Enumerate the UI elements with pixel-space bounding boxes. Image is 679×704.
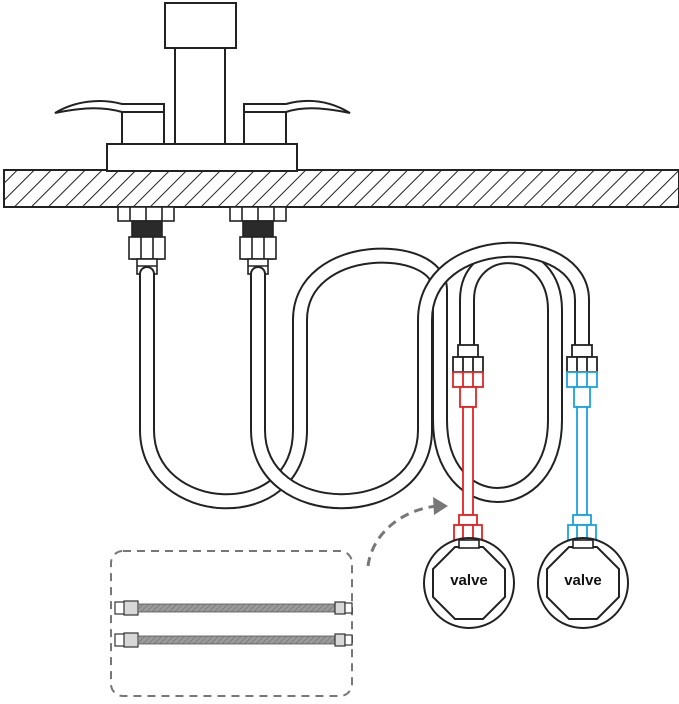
cold-connector bbox=[566, 344, 598, 541]
hose-cold-fill bbox=[252, 243, 588, 508]
hose-inset-frame bbox=[110, 550, 353, 697]
hose-hot-fill bbox=[141, 249, 561, 508]
right-handle-lever bbox=[243, 100, 351, 114]
faucet bbox=[54, 2, 351, 172]
supply-hoses bbox=[139, 241, 590, 510]
callout-arrow bbox=[366, 497, 448, 567]
hot-valve: valve bbox=[423, 537, 515, 629]
countertop bbox=[3, 169, 679, 208]
cold-valve: valve bbox=[537, 537, 629, 629]
hot-connector bbox=[452, 344, 484, 541]
cold-valve-label: valve bbox=[564, 572, 602, 589]
hot-valve-label: valve bbox=[450, 572, 488, 589]
inset-hose-bottom bbox=[114, 632, 353, 648]
left-handle-lever bbox=[54, 100, 165, 114]
faucet-base-plate bbox=[106, 143, 298, 172]
faucet-neck bbox=[174, 47, 226, 145]
right-shank bbox=[229, 206, 287, 275]
faucet-spout-top bbox=[164, 2, 237, 49]
inset-hose-top bbox=[114, 600, 353, 616]
left-shank bbox=[117, 206, 175, 275]
hose-hot-outline bbox=[139, 247, 563, 510]
